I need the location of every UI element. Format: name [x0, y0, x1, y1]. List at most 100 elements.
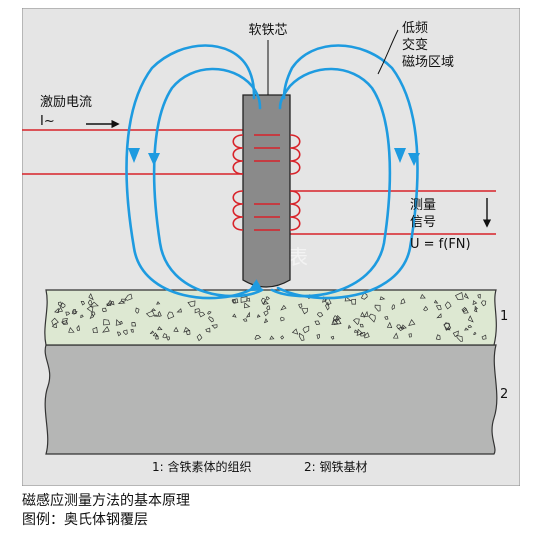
coating-grain: [301, 307, 308, 315]
field-line-right-inner: [270, 67, 392, 298]
coating-grain: [368, 313, 376, 323]
coating-grain: [116, 331, 122, 337]
coating-grain: [111, 301, 115, 306]
coating-grain: [419, 293, 426, 299]
coating-grain: [87, 299, 93, 306]
coating-grain: [298, 303, 303, 309]
coating-grain: [131, 322, 137, 327]
diagram: 仪表 软铁芯 低频 交变 磁场区域 激: [22, 8, 520, 486]
coating-grain: [232, 313, 237, 318]
field-line-left-outer: [125, 44, 263, 300]
coating-grain: [135, 307, 140, 314]
coating-grain: [330, 335, 335, 340]
signal-label-1: 测量: [410, 198, 436, 213]
coating-grain: [433, 299, 439, 304]
coating-grain: [62, 317, 68, 325]
signal-formula: U = f(FN): [410, 237, 471, 252]
coating-grain: [351, 298, 356, 305]
coating-grain: [269, 335, 275, 340]
field-line-right-outer: [276, 44, 419, 300]
coating-grain: [467, 324, 473, 329]
coating-grain: [88, 293, 94, 301]
coating-grain: [151, 308, 157, 311]
coating-grain: [102, 326, 110, 333]
coating-grain: [265, 296, 270, 301]
coating-grain: [435, 305, 442, 311]
coating-grain: [205, 327, 211, 333]
coating-grain: [386, 321, 393, 328]
coating-grain: [86, 306, 94, 313]
coating-grain: [187, 300, 196, 307]
coating-grain: [436, 313, 442, 319]
coating-grain: [325, 301, 330, 311]
coating-grain: [408, 319, 416, 326]
coating-grain: [391, 304, 396, 310]
coating-grain: [231, 298, 239, 304]
coating-grain: [207, 310, 212, 315]
coating-grain: [242, 318, 248, 322]
coating-grain: [464, 327, 469, 331]
coating-grain: [153, 314, 159, 317]
coating-grain: [90, 311, 96, 317]
coating-grain: [467, 315, 474, 323]
coating-grain: [444, 301, 452, 310]
coating-grain: [452, 330, 459, 337]
layer-1-number: 1: [500, 309, 508, 324]
field-region-label-2: 交变: [402, 37, 428, 53]
legend-item-2: 2: 钢铁基材: [304, 460, 368, 474]
coating-grain: [473, 332, 477, 335]
coating-grain: [472, 300, 478, 306]
coating-grain: [423, 305, 429, 312]
coating-grain: [245, 311, 251, 318]
ferrite-coating: [44, 289, 497, 346]
coating-grain: [359, 331, 366, 337]
field-arrow-left-inner: [148, 153, 160, 166]
field-line-left-inner: [152, 67, 264, 298]
coating-grain: [455, 291, 464, 300]
coating-grain: [240, 296, 248, 303]
coating-grain: [54, 307, 59, 314]
field-region-leader: [377, 29, 399, 75]
coating-grain: [360, 292, 368, 300]
coating-grain: [103, 319, 111, 326]
coating-grain: [352, 318, 360, 326]
coating-grain: [456, 334, 463, 342]
coating-grain: [155, 334, 159, 340]
steel-substrate: [44, 344, 498, 455]
coating-grain: [60, 302, 66, 309]
field-arrow-right-outer: [394, 148, 406, 163]
coating-grain: [173, 326, 179, 332]
coating-grain: [316, 334, 320, 340]
coating-grain: [291, 328, 299, 335]
coating-grain: [324, 297, 332, 306]
coating-grain: [392, 332, 399, 339]
coating-grain: [157, 326, 163, 331]
coating-grain: [298, 332, 305, 341]
excitation-label: 激励电流: [40, 95, 92, 110]
core-label: 软铁芯: [248, 23, 287, 38]
coating-grain: [119, 320, 123, 325]
coating-grain: [149, 330, 155, 335]
coating-grain: [332, 315, 339, 323]
coating-grain: [244, 302, 251, 309]
coating-grain: [461, 306, 468, 313]
coating-grain: [331, 318, 339, 325]
coating-grain: [157, 310, 162, 317]
coating-grain: [473, 307, 478, 313]
field-arrowheads: [128, 148, 420, 166]
coating-grain: [231, 299, 236, 304]
layer-2-number: 2: [500, 387, 508, 402]
coating-grain: [360, 311, 366, 318]
coating-grain: [183, 326, 191, 333]
coating-grain: [115, 318, 122, 326]
coating-grain: [198, 311, 206, 318]
signal-label-2: 信号: [410, 215, 436, 230]
coating-grain: [316, 312, 324, 318]
caption-line-1: 磁感应测量方法的基本原理: [22, 493, 190, 509]
coating-grain: [72, 309, 77, 314]
soft-iron-core: [242, 94, 291, 288]
legend-item-1: 1: 含铁素体的组织: [152, 459, 252, 474]
coating-grain: [464, 292, 469, 300]
coating-grain: [68, 326, 75, 333]
coating-grain: [363, 310, 369, 318]
